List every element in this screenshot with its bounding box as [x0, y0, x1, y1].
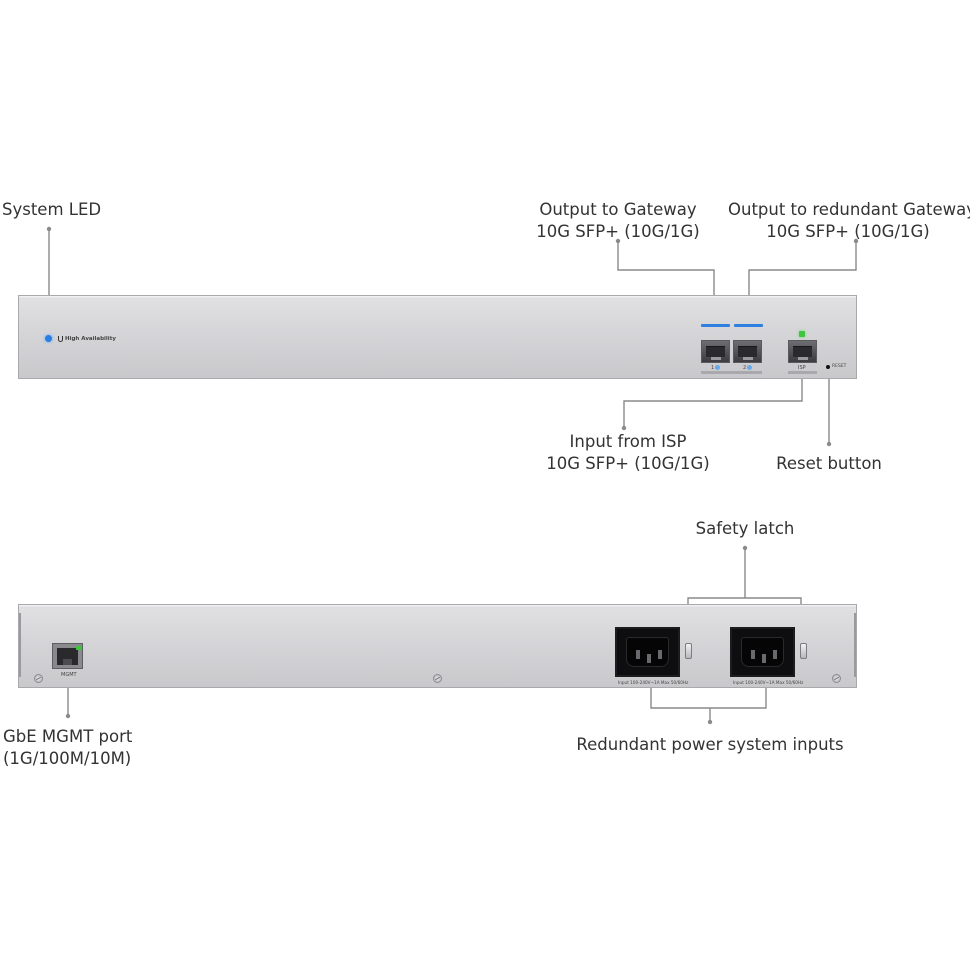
port-1-led-bar [701, 324, 730, 327]
leader-redundant-power [650, 687, 767, 709]
mgmt-led [76, 646, 81, 650]
port-1-label: 1 [711, 365, 715, 371]
psu-2-rating: Input 100-240V~1A Max 50/60Hz [733, 680, 804, 685]
screw-right [832, 674, 841, 683]
leader-input-isp [623, 373, 803, 428]
screw-center [433, 674, 442, 683]
label-safety-latch: Safety latch [695, 519, 795, 538]
ubiquiti-logo-icon [58, 336, 63, 342]
label-input-isp: Input from ISP 10G SFP+ (10G/1G) [546, 432, 710, 473]
reset-label: RESET [832, 364, 847, 369]
leader-output-gateway [617, 241, 715, 296]
front-panel: High Availability 1 2 ISP RESET [18, 295, 857, 379]
sfp-port-2[interactable] [733, 340, 762, 363]
port-label-strip [701, 371, 762, 374]
psu-1-rating: Input 100-240V~1A Max 50/60Hz [618, 680, 689, 685]
leader-output-redundant [748, 241, 857, 296]
label-system-led: System LED [2, 200, 102, 219]
screw-left [34, 674, 43, 683]
label-reset-button: Reset button [776, 454, 882, 473]
safety-latch-2[interactable] [800, 643, 807, 659]
label-output-gateway: Output to Gateway 10G SFP+ (10G/1G) [536, 200, 700, 241]
isp-label-strip [788, 371, 817, 374]
port-1-led [715, 365, 720, 370]
rear-panel: MGMT Input 100-240V~1A Max 50/60Hz Input… [18, 604, 857, 688]
brand-text: High Availability [65, 336, 116, 342]
label-gbe-mgmt: GbE MGMT port (1G/100M/10M) [3, 727, 133, 768]
isp-led [799, 331, 805, 337]
reset-button[interactable] [826, 365, 830, 369]
power-inlet-2[interactable] [730, 627, 795, 677]
right-bracket [854, 613, 856, 677]
label-redundant-power: Redundant power system inputs [576, 735, 844, 754]
mgmt-label: MGMT [61, 672, 77, 678]
safety-latch-1[interactable] [685, 643, 692, 659]
port-2-led [747, 365, 752, 370]
port-2-label: 2 [743, 365, 747, 371]
power-inlet-1[interactable] [615, 627, 680, 677]
label-output-redundant-gateway: Output to redundant Gateway 10G SFP+ (10… [728, 200, 970, 241]
left-bracket [19, 613, 21, 677]
system-led [45, 335, 52, 342]
port-2-led-bar [734, 324, 763, 327]
isp-port-label: ISP [798, 365, 806, 371]
sfp-isp-port[interactable] [788, 340, 817, 363]
sfp-port-1[interactable] [701, 340, 730, 363]
